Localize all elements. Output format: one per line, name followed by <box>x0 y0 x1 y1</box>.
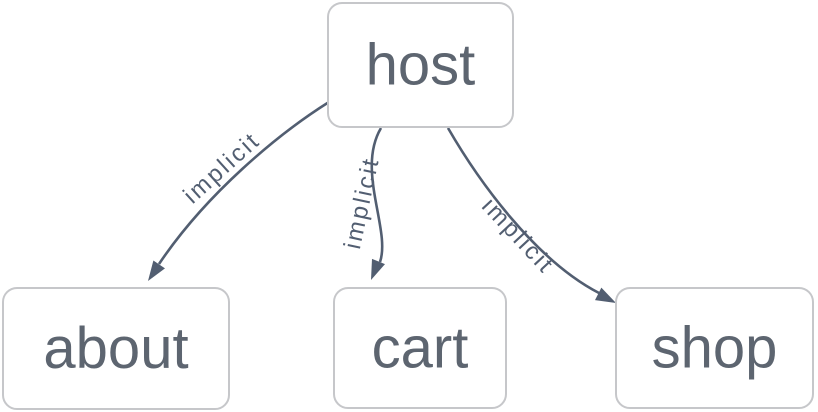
edge-host-cart <box>370 127 384 263</box>
node-shop: shop <box>615 287 814 409</box>
node-cart: cart <box>333 287 507 409</box>
node-label-about: about <box>43 316 188 381</box>
node-shape-cart <box>333 287 507 409</box>
node-shape-shop <box>615 287 814 409</box>
node-about: about <box>2 287 230 410</box>
node-label-host: host <box>366 33 476 98</box>
edge-label-host-about: implicit <box>178 127 265 210</box>
node-shape-host <box>327 2 514 128</box>
node-shape-about <box>2 287 230 410</box>
node-label-cart: cart <box>372 316 469 381</box>
arrowhead-icon <box>595 287 616 303</box>
edge-label-host-shop: implicit <box>476 193 559 280</box>
node-label-shop: shop <box>652 316 778 381</box>
edge-host-shop <box>446 127 600 295</box>
arrowhead-icon <box>148 260 165 281</box>
node-host: host <box>327 2 514 128</box>
edge-host-about <box>157 100 330 265</box>
edge-label-host-cart: implicit <box>339 155 385 252</box>
arrowhead-icon <box>371 258 385 280</box>
